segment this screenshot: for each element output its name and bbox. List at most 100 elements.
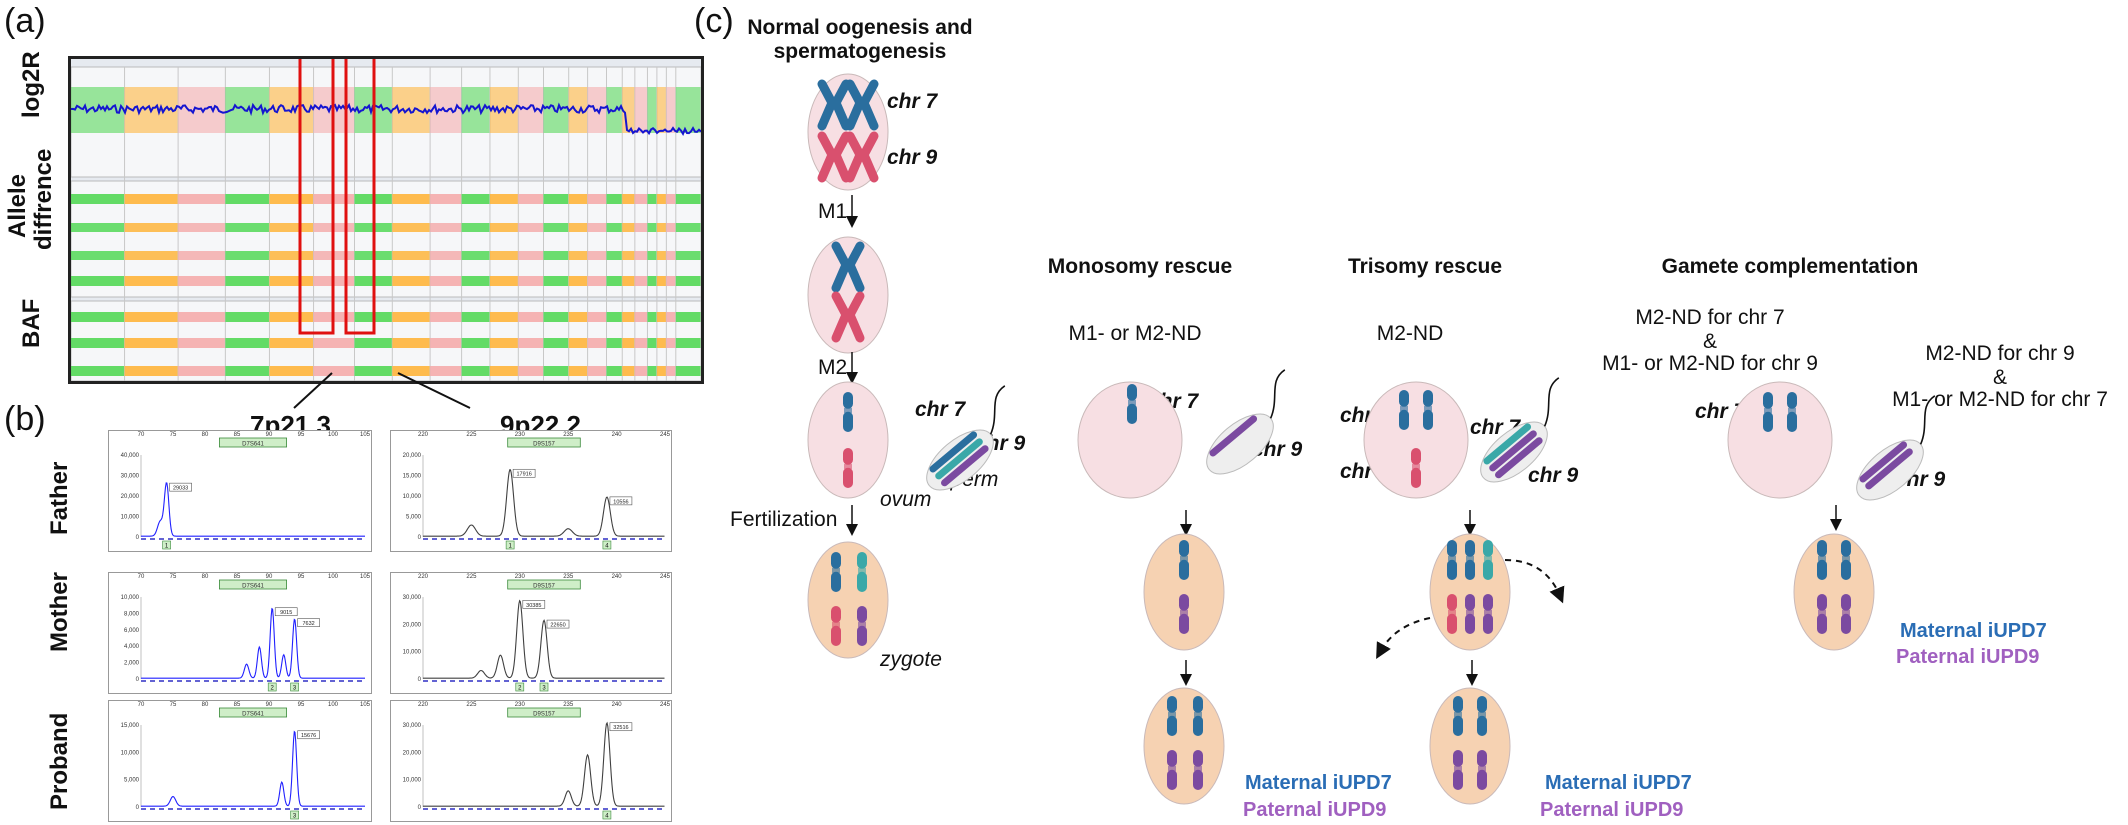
allele-diff-segment: [606, 223, 623, 232]
log2r-segment: [675, 87, 701, 133]
allele-diff-segment: [622, 194, 635, 204]
sperm-gc: [1856, 395, 1936, 501]
allele-diff-segment: [489, 276, 519, 286]
gc-zygote: [1793, 533, 1875, 651]
baf-segment: [489, 366, 519, 376]
panel-b-letter: (b): [4, 400, 46, 438]
peak-label-box: [297, 730, 320, 740]
normal-title-1: Normal oogenesis and: [747, 16, 973, 39]
allele-diff-segment: [430, 194, 462, 204]
allele-diff-segment: [430, 223, 462, 232]
chr7-gc-ovum-2: [1787, 392, 1797, 432]
baf-segment: [461, 338, 490, 348]
x-tick-label: 245: [660, 432, 671, 438]
x-tick-label: 75: [170, 432, 177, 438]
x-tick-label: 100: [328, 702, 339, 708]
y-tick-label: 10,000: [121, 515, 140, 521]
allele-box: [267, 682, 277, 692]
x-tick-label: 80: [202, 574, 209, 580]
x-tick-label: 220: [418, 702, 429, 708]
baf-segment: [656, 366, 667, 376]
allele-label: 3: [293, 686, 297, 692]
allele-diff-segment: [124, 194, 179, 204]
baf-segment: [656, 338, 667, 348]
y-tick-label: 10,000: [403, 650, 422, 656]
chr9-tri-r2: [1477, 750, 1487, 790]
x-tick-label: 85: [234, 702, 241, 708]
x-tick-label: 70: [138, 432, 145, 438]
baf-segment: [606, 366, 623, 376]
baf-segment: [124, 338, 179, 348]
baf-segment: [647, 338, 657, 348]
y-tick-label: 10,000: [403, 494, 422, 500]
y-tick-label: 0: [418, 805, 422, 811]
peak-label: 17916: [516, 472, 531, 478]
chr9-m1: [831, 291, 865, 343]
allele-diff-segment: [622, 251, 635, 260]
log2r-segment: [568, 87, 588, 133]
chr9-ovum: [843, 448, 853, 488]
chr9-mono-r1: [1167, 750, 1177, 790]
chr9-tri-ovum: [1411, 448, 1421, 488]
y-tick-label: 40,000: [121, 453, 140, 459]
baf-segment: [675, 312, 701, 322]
chr7-gc-z1: [1817, 540, 1827, 580]
marker-bar: [507, 437, 581, 448]
allele-diff-segment: [606, 251, 623, 260]
x-tick-label: 90: [266, 574, 273, 580]
x-tick-label: 80: [202, 702, 209, 708]
x-tick-label: 85: [234, 432, 241, 438]
snp-array-canvas: [70, 55, 702, 382]
allele-diff-segment: [587, 276, 607, 286]
baf-segment: [518, 338, 544, 348]
y-tick-label: 8,000: [124, 611, 140, 617]
allele-diff-segment: [489, 223, 519, 232]
peak-label: 22650: [550, 622, 565, 628]
allele-diff-segment: [666, 194, 676, 204]
y-tick-label: 10,000: [403, 778, 422, 784]
x-tick-label: 75: [170, 574, 177, 580]
allele-diff-segment: [543, 251, 569, 260]
chr7-ovum: [843, 392, 853, 432]
sperm-tri: [1480, 377, 1560, 483]
allele-diff-segment: [606, 276, 623, 286]
baf-segment: [430, 312, 462, 322]
allele-label: 4: [605, 544, 609, 550]
allele-diff-segment: [71, 251, 125, 260]
panel-c-letter: (c): [694, 2, 734, 40]
normal-title-2: spermatogenesis: [773, 40, 947, 63]
log2r-segment: [634, 87, 648, 133]
x-tick-label: 240: [612, 702, 623, 708]
y-tick-label: 10,000: [121, 750, 140, 756]
marker-label: D7S641: [242, 584, 264, 590]
baf-segment: [666, 312, 676, 322]
marker-label: D7S641: [242, 442, 264, 448]
log2r-segment: [461, 87, 490, 133]
allele-diff-segment: [606, 194, 623, 204]
gamete-sub1-a: M2-ND for chr 7: [1635, 306, 1785, 329]
baf-segment: [489, 338, 519, 348]
peak-label-box: [609, 496, 633, 506]
gamete-title: Gamete complementation: [1661, 255, 1919, 278]
x-tick-label: 105: [360, 432, 371, 438]
baf-segment: [675, 338, 701, 348]
allele-diff-segment: [71, 194, 125, 204]
baf-segment: [178, 366, 226, 376]
chr9-gc-z1: [1817, 594, 1827, 634]
allele-label: 3: [293, 814, 297, 820]
allele-diff-segment: [461, 251, 490, 260]
allele-diff-segment: [634, 276, 648, 286]
allele-diff-segment: [430, 251, 462, 260]
baf-segment: [518, 312, 544, 322]
baf-segment: [392, 366, 431, 376]
allele-diff-segment: [675, 194, 701, 204]
allele-diff-segment: [656, 251, 667, 260]
peak-label: 32516: [613, 725, 628, 731]
allele-diff-segment: [71, 276, 125, 286]
allele-diff-segment: [675, 223, 701, 232]
trisomy-title: Trisomy rescue: [1347, 255, 1503, 278]
peak-label: 30385: [526, 603, 541, 609]
